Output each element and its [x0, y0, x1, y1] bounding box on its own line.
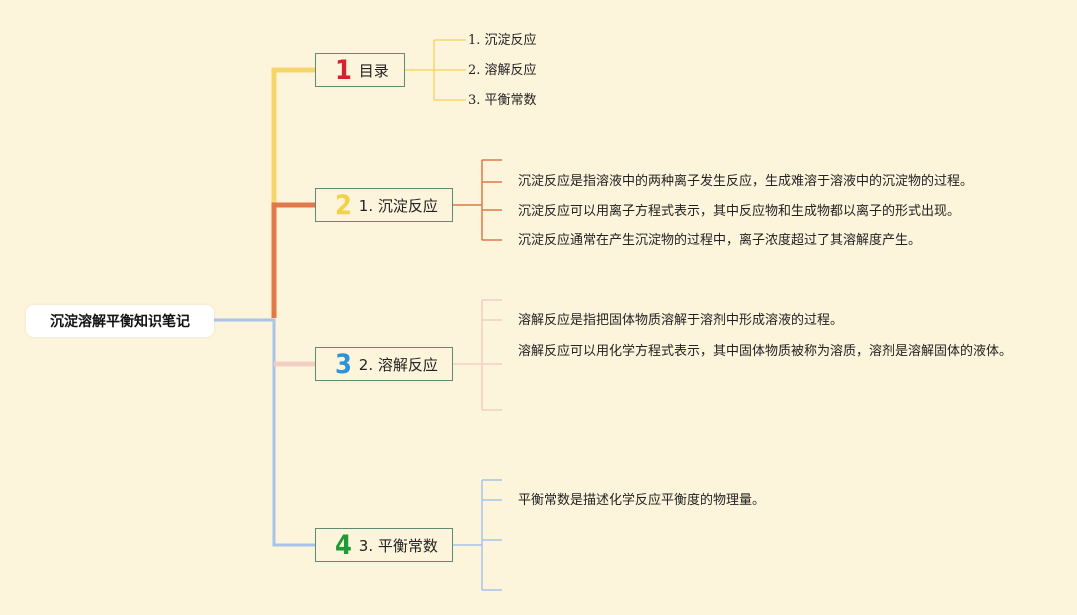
- branch-label: 3. 平衡常数: [358, 536, 438, 555]
- trunk-line-4: [214, 318, 315, 547]
- root-topic[interactable]: 沉淀溶解平衡知识笔记: [26, 305, 214, 337]
- branch-precipitation[interactable]: 2 1. 沉淀反应: [315, 188, 453, 222]
- branch-equilibrium-constant[interactable]: 4 3. 平衡常数: [315, 528, 453, 562]
- trunk-line-2: [271, 202, 315, 318]
- leaf-connector-2: [452, 159, 502, 241]
- branch-label: 2. 溶解反应: [358, 355, 438, 374]
- leaf-precipitation-3[interactable]: 沉淀反应通常在产生沉淀物的过程中，离子浓度超过了其溶解度产生。: [518, 233, 922, 248]
- branch-toc[interactable]: 1 目录: [315, 53, 405, 87]
- number-3-icon: 3: [334, 348, 352, 380]
- leaf-connector-4: [452, 479, 502, 591]
- leaf-connector-1: [404, 39, 466, 101]
- number-1-icon: 1: [334, 54, 352, 86]
- branch-dissolution[interactable]: 3 2. 溶解反应: [315, 347, 453, 381]
- trunk-line-1: [271, 67, 315, 205]
- leaf-toc-1[interactable]: 1. 沉淀反应: [468, 33, 537, 48]
- leaf-toc-3[interactable]: 3. 平衡常数: [468, 93, 537, 108]
- number-2-icon: 2: [334, 189, 352, 221]
- leaf-equilibrium-1[interactable]: 平衡常数是描述化学反应平衡度的物理量。: [518, 493, 766, 508]
- leaf-precipitation-1[interactable]: 沉淀反应是指溶液中的两种离子发生反应，生成难溶于溶液中的沉淀物的过程。: [518, 174, 974, 189]
- root-title: 沉淀溶解平衡知识笔记: [50, 314, 190, 330]
- leaf-dissolution-2[interactable]: 溶解反应可以用化学方程式表示，其中固体物质被称为溶质，溶剂是溶解固体的液体。: [518, 344, 1013, 359]
- leaf-connector-3: [452, 299, 502, 411]
- leaf-precipitation-2[interactable]: 沉淀反应可以用离子方程式表示，其中反应物和生成物都以离子的形式出现。: [518, 204, 961, 219]
- number-4-icon: 4: [334, 529, 352, 561]
- branch-label: 目录: [358, 61, 389, 80]
- branch-label: 1. 沉淀反应: [358, 196, 438, 215]
- leaf-toc-2[interactable]: 2. 溶解反应: [468, 63, 537, 78]
- leaf-dissolution-1[interactable]: 溶解反应是指把固体物质溶解于溶剂中形成溶液的过程。: [518, 313, 844, 328]
